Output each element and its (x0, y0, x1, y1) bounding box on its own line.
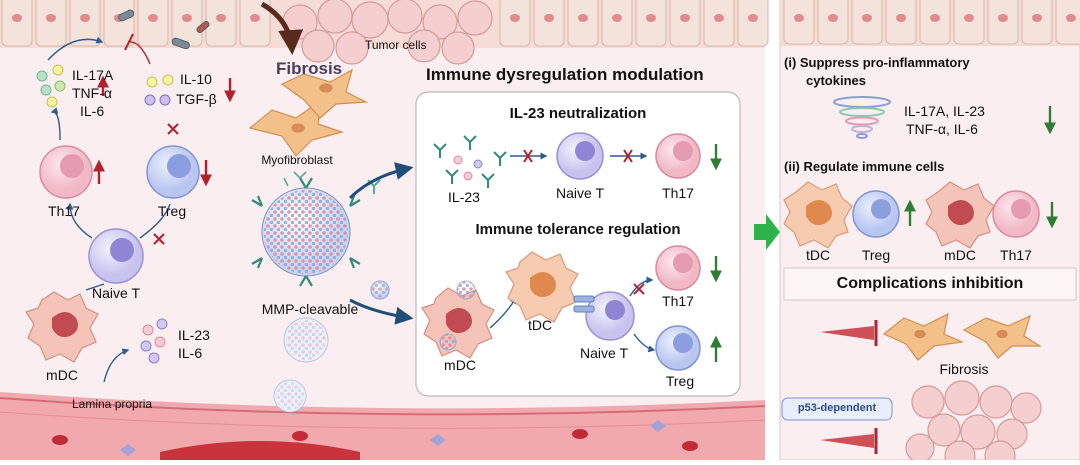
cytokine-dc-il6: IL-6 (178, 345, 203, 361)
fibrosis-title: Fibrosis (276, 59, 343, 78)
cytokine-il17a: IL-17A (72, 67, 114, 83)
cytokine-tgf-b: TGF-β (176, 91, 217, 107)
cytokines-dc-dots (140, 318, 168, 364)
box2-naive-t-label: Naive T (580, 345, 628, 361)
box2-th17-cell (655, 245, 701, 291)
box2-naive-t-cell (585, 291, 635, 341)
right-mdc-label: mDC (944, 247, 976, 263)
box1-th17-cell (655, 133, 701, 179)
box1-il23-label: IL-23 (448, 189, 480, 205)
right-fibroblast-icons (882, 312, 1043, 361)
il23-antibodies (433, 135, 507, 188)
complications-title: Complications inhibition (836, 275, 1024, 292)
blood-vessel (0, 392, 766, 460)
right-tdc-cell (783, 181, 853, 249)
left-naive-t-label: Naive T (92, 285, 140, 301)
box2-title: Immune tolerance regulation (475, 221, 681, 238)
right-th17-label: Th17 (1000, 247, 1032, 263)
left-treg-label: Treg (157, 203, 187, 219)
left-x-marks (153, 123, 179, 245)
box2-treg-cell (655, 325, 701, 371)
right-fibrosis-label: Fibrosis (939, 361, 989, 377)
right-mdc-cell (925, 181, 995, 249)
cytokine-il10: IL-10 (180, 71, 212, 87)
box1-naive-t-cell (556, 132, 604, 180)
left-treg-cell (146, 145, 200, 199)
box2-th17-label: Th17 (662, 293, 694, 309)
cytokine-dc-il23: IL-23 (178, 327, 210, 343)
right-section2-title: (ii) Regulate immune cells (784, 159, 945, 174)
right-th17-cell (992, 190, 1040, 238)
p53-label: p53-dependent (797, 402, 877, 414)
center-title: Immune dysregulation modulation (426, 65, 704, 84)
myofibroblast-icons (248, 68, 369, 157)
right-section1-line2: cytokines (806, 73, 866, 88)
left-pathway-arrows (47, 36, 171, 383)
p53-badge (781, 397, 893, 421)
epithelium-right (780, 0, 1080, 46)
cytokine-funnel-icon (833, 96, 891, 139)
il23-dots (453, 155, 483, 181)
box2-mdc-cell (421, 280, 495, 359)
box1-naive-t-label: Naive T (556, 185, 604, 201)
right-tdc-label: tDC (805, 247, 831, 263)
flow-arrow-lower (349, 298, 414, 325)
flow-arrow-upper (348, 162, 414, 200)
fibrosis-arrow (260, 1, 304, 55)
lamina-propria-label: Lamina propria (72, 397, 153, 411)
box2-treg-label: Treg (665, 373, 695, 389)
cytokines-anti-dots (144, 74, 174, 106)
cytokine-il6: IL-6 (80, 103, 105, 119)
right-section1-line1: (i) Suppress pro-inflammatory (784, 55, 970, 70)
box2-tdc-label: tDC (527, 317, 553, 333)
complications-header-box (783, 267, 1077, 301)
inhibition-symbols (820, 320, 878, 454)
cytokine-tnf-a: TNF-α (72, 85, 112, 101)
big-green-arrow (754, 214, 780, 250)
tumor-cells-label: Tumor cells (365, 38, 427, 52)
left-th17-cell (39, 145, 93, 199)
nanoparticle-label: MMP-cleavable (261, 301, 359, 317)
box2-mdc-label: mDC (444, 357, 476, 373)
left-mdc-cell (25, 291, 99, 363)
left-mdc-label: mDC (46, 367, 78, 383)
box2-tdc-cell (505, 251, 579, 323)
right-cytokine-line1: IL-17A, IL-23 (904, 103, 985, 119)
left-naive-t-cell (88, 228, 144, 284)
cytokines-pro-dots (36, 64, 66, 108)
left-th17-label: Th17 (48, 203, 80, 219)
right-treg-label: Treg (861, 247, 891, 263)
right-tumor-cluster (905, 380, 1042, 465)
box1-th17-label: Th17 (662, 185, 694, 201)
myofibroblast-label: Myofibroblast (261, 153, 333, 167)
nanoparticle (251, 171, 390, 413)
box1-title: IL-23 neutralization (509, 105, 647, 122)
right-cytokine-line2: TNF-α, IL-6 (906, 121, 978, 137)
right-treg-cell (852, 190, 900, 238)
